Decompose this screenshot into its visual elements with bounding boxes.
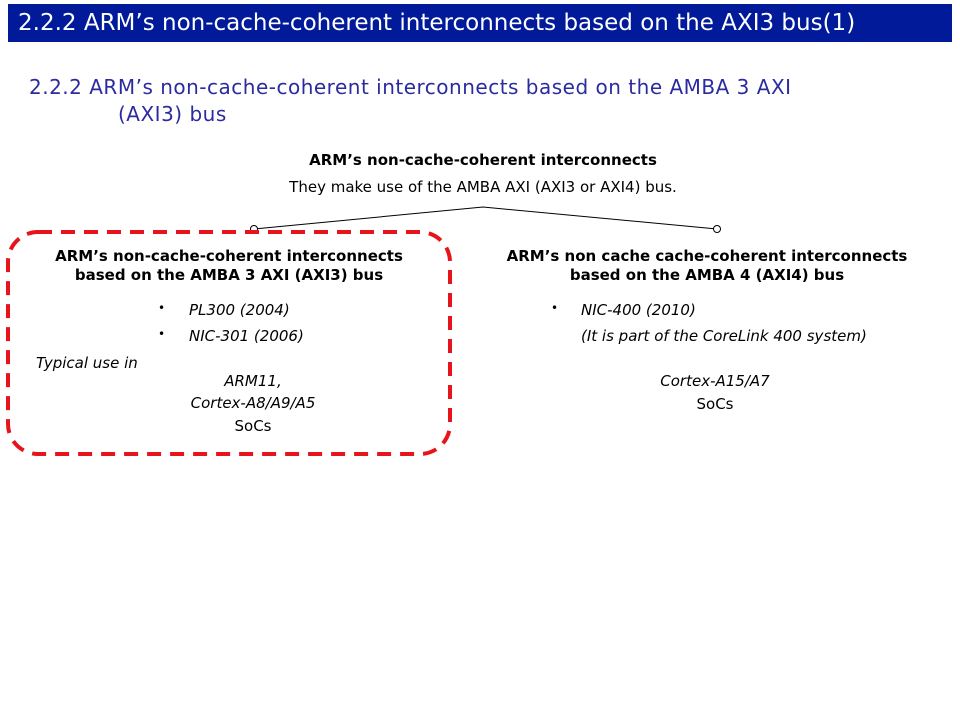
- right-branch-node: [713, 225, 721, 233]
- left-use-line-3: SoCs: [234, 417, 272, 435]
- left-branch-title-line-2: based on the AMBA 3 AXI (AXI3) bus: [74, 266, 384, 284]
- typical-use-label: Typical use in: [36, 354, 138, 372]
- left-item-2: NIC-301 (2006): [189, 327, 304, 345]
- left-use-line-1: ARM11,: [224, 372, 282, 390]
- highlight-dashed-box: [6, 230, 452, 456]
- left-item-1: PL300 (2004): [189, 301, 290, 319]
- left-use-line-2: Cortex-A8/A9/A5: [190, 394, 316, 412]
- right-branch-title-line-1: ARM’s non cache cache-coherent interconn…: [506, 247, 908, 265]
- root-subtitle: They make use of the AMBA AXI (AXI3 or A…: [289, 178, 677, 196]
- right-use-line-1: Cortex-A15/A7: [660, 372, 770, 390]
- right-branch-title-line-2: based on the AMBA 4 (AXI4) bus: [569, 266, 845, 284]
- tree-connector: [253, 206, 718, 230]
- left-branch-title-line-1: ARM’s non-cache-coherent interconnects: [55, 247, 403, 265]
- heading-line-2: (AXI3) bus: [118, 102, 227, 126]
- slide-title: 2.2.2 ARM’s non-cache-coherent interconn…: [8, 4, 952, 42]
- bullet-icon: •: [551, 301, 559, 315]
- heading-line-1: 2.2.2 ARM’s non-cache-coherent interconn…: [29, 75, 792, 99]
- right-item-1: NIC-400 (2010): [581, 301, 696, 319]
- root-title: ARM’s non-cache-coherent interconnects: [309, 151, 657, 169]
- slide-heading: 2.2.2 ARM’s non-cache-coherent interconn…: [29, 74, 929, 128]
- bullet-icon: •: [158, 301, 166, 315]
- bullet-icon: •: [158, 327, 166, 341]
- right-use-line-2: SoCs: [696, 395, 734, 413]
- right-note: (It is part of the CoreLink 400 system): [581, 327, 867, 345]
